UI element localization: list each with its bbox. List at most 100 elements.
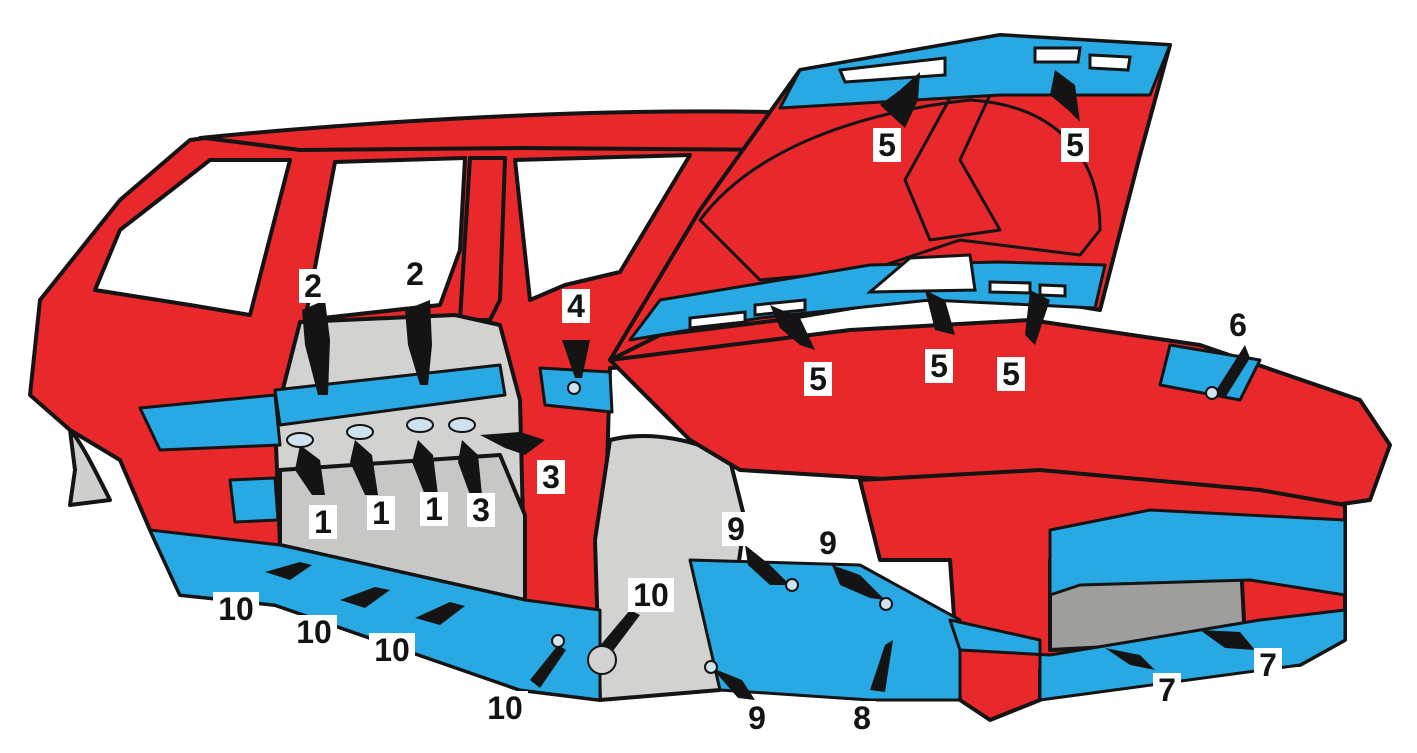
rocker-blue-band (148, 528, 602, 702)
arrow-9c (712, 668, 755, 700)
callout-label-bg (1153, 673, 1181, 707)
callout-label-bg (482, 691, 528, 725)
arrow-7a (1105, 648, 1155, 670)
callout-label-bg (420, 492, 448, 526)
front-lower-blue-band (948, 608, 1347, 702)
frame-hole (879, 597, 893, 611)
callout-number-c-3b: 3 (472, 492, 490, 528)
frame-hole (785, 578, 799, 592)
frame-hole (704, 660, 718, 674)
callout-label-bg (628, 578, 674, 612)
sill-hole (551, 634, 565, 648)
callout-number-c-4: 4 (567, 288, 585, 324)
arch-hole (587, 645, 617, 675)
arrow-10d (598, 610, 640, 655)
floor-hole (286, 432, 314, 448)
callout-label-bg (925, 349, 953, 383)
callout-number-c-1c: 1 (425, 491, 443, 527)
callout-number-c-3a: 3 (542, 459, 560, 495)
arrow-1a (295, 445, 325, 495)
callout-label-bg (367, 496, 395, 530)
callout-label-bg (537, 460, 565, 494)
callout-number-c-5c: 5 (809, 361, 827, 397)
arrow-3b (458, 440, 482, 495)
arrow-9b (832, 565, 885, 600)
callout-number-c-1b: 1 (372, 495, 390, 531)
callout-number-c-1a: 1 (314, 504, 332, 540)
callout-label-bg (213, 592, 259, 626)
hood-slot (1088, 53, 1132, 72)
callout-number-c-5b: 5 (1066, 127, 1084, 163)
callout-arrows (265, 70, 1255, 700)
arrow-7b (1200, 630, 1255, 650)
callout-number-c-10a: 10 (218, 591, 254, 627)
front-blue-band (1048, 508, 1347, 597)
callout-number-c-9a: 9 (727, 511, 745, 547)
hood-slot (688, 310, 747, 330)
callout-number-c-2b: 2 (406, 256, 424, 292)
arrow-10a (265, 562, 312, 580)
callout-label-bg (1254, 648, 1282, 682)
cowl-blue-patch (1158, 343, 1262, 402)
arrow-1c (412, 440, 438, 495)
floor-hole (448, 417, 476, 433)
callout-label-bg (743, 701, 771, 735)
callout-number-c-7a: 7 (1158, 672, 1176, 708)
floor-hole (406, 417, 434, 433)
callout-number-c-5d: 5 (930, 348, 948, 384)
rear-lower-blue-band (228, 476, 280, 524)
callout-label-bg (1061, 128, 1089, 162)
arrow-5a (880, 72, 920, 128)
callout-number-c-2a: 2 (304, 268, 322, 304)
cowl-hole (1205, 386, 1219, 400)
callout-label-bg (299, 269, 327, 303)
arrow-8 (870, 640, 893, 692)
callout-label-bg (722, 512, 750, 546)
arrow-1b (350, 440, 378, 495)
arrow-10e (530, 645, 566, 688)
callout-number-c-6: 6 (1229, 307, 1247, 343)
callout-label-bg (873, 128, 901, 162)
arrow-3a (480, 432, 545, 455)
callout-label-bg (291, 615, 337, 649)
callout-label-bg (467, 493, 495, 527)
hood-center-window (865, 253, 977, 294)
arrow-5c (770, 305, 815, 350)
arrow-4 (562, 340, 590, 378)
callout-number-c-7b: 7 (1259, 647, 1277, 683)
front-door-window (513, 153, 692, 302)
b-pillar (458, 156, 507, 322)
hood-slot (1038, 283, 1067, 298)
arrow-10c (415, 602, 465, 625)
hole-markers (286, 381, 1219, 675)
hood-slot (988, 280, 1032, 295)
callout-label-bg (562, 289, 590, 323)
hood-slot (753, 298, 807, 317)
floor-hole (346, 424, 374, 440)
callout-number-c-8: 8 (853, 700, 871, 736)
arrow-2a (302, 300, 330, 395)
front-frame-blue-band (688, 558, 962, 702)
callout-number-c-5a: 5 (878, 127, 896, 163)
arrow-10b (340, 587, 390, 608)
callout-number-c-10c: 10 (374, 632, 410, 668)
rear-wheel-arch (68, 428, 112, 507)
arrow-5e (1025, 290, 1050, 345)
callout-number-c-10d: 10 (633, 577, 669, 613)
hood-slot (1033, 46, 1082, 64)
callout-label-bg (369, 633, 415, 667)
callout-label-bg (1224, 308, 1252, 342)
arrow-5b (1050, 70, 1080, 122)
callout-label-bg (814, 526, 842, 560)
protective-zones (138, 33, 1347, 702)
callout-label-bg (997, 357, 1025, 391)
arrow-9a (745, 545, 790, 585)
rear-quarter-window (93, 158, 292, 317)
hood-inner-rib (698, 98, 1102, 282)
callout-number-c-5e: 5 (1002, 356, 1020, 392)
arrow-6 (1215, 345, 1250, 398)
callout-number-c-9c: 9 (748, 700, 766, 736)
callout-label-bg (309, 505, 337, 539)
